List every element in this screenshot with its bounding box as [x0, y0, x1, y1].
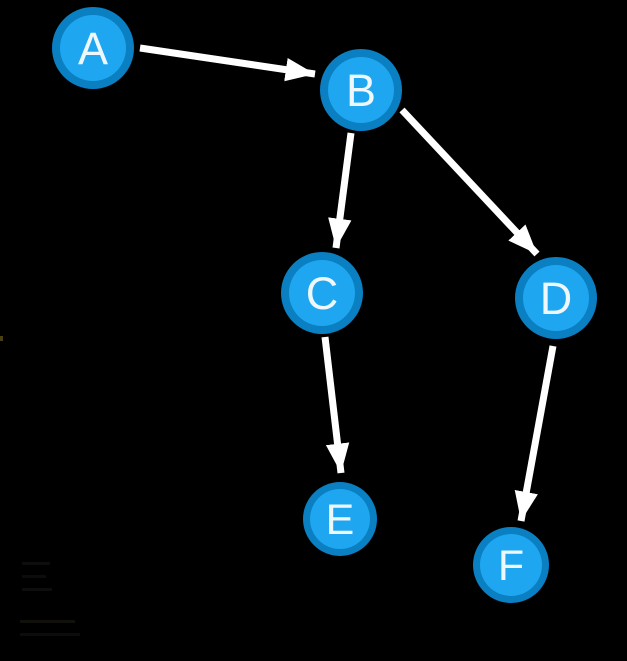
edge-D-F [514, 345, 557, 522]
edge-A-B [139, 44, 316, 82]
node-A-fill [60, 15, 126, 81]
artifact-bottom-left-smudge [22, 575, 46, 578]
artifact-bottom-left-smudge [20, 620, 75, 623]
artifact-bottom-left-smudge [22, 562, 50, 565]
node-D-fill [523, 265, 589, 331]
edge-B-D [399, 107, 540, 257]
node-C[interactable]: C [281, 252, 363, 334]
artifact-bottom-left-smudge [20, 633, 80, 636]
edge-C-E [321, 336, 350, 474]
node-B[interactable]: B [320, 49, 402, 131]
artifacts-layer [0, 336, 80, 636]
node-A[interactable]: A [52, 7, 134, 89]
edge-B-C [328, 132, 355, 249]
node-C-fill [289, 260, 355, 326]
node-E[interactable]: E [303, 482, 377, 556]
node-E-fill [310, 489, 370, 549]
edges-layer [139, 44, 557, 522]
nodes-layer: A B C D E F [52, 7, 597, 603]
node-F-fill [480, 534, 542, 596]
artifact-bottom-left-smudge [22, 588, 52, 591]
node-F[interactable]: F [473, 527, 549, 603]
node-B-fill [328, 57, 394, 123]
node-D[interactable]: D [515, 257, 597, 339]
artifact-left-edge-tick [0, 336, 3, 341]
